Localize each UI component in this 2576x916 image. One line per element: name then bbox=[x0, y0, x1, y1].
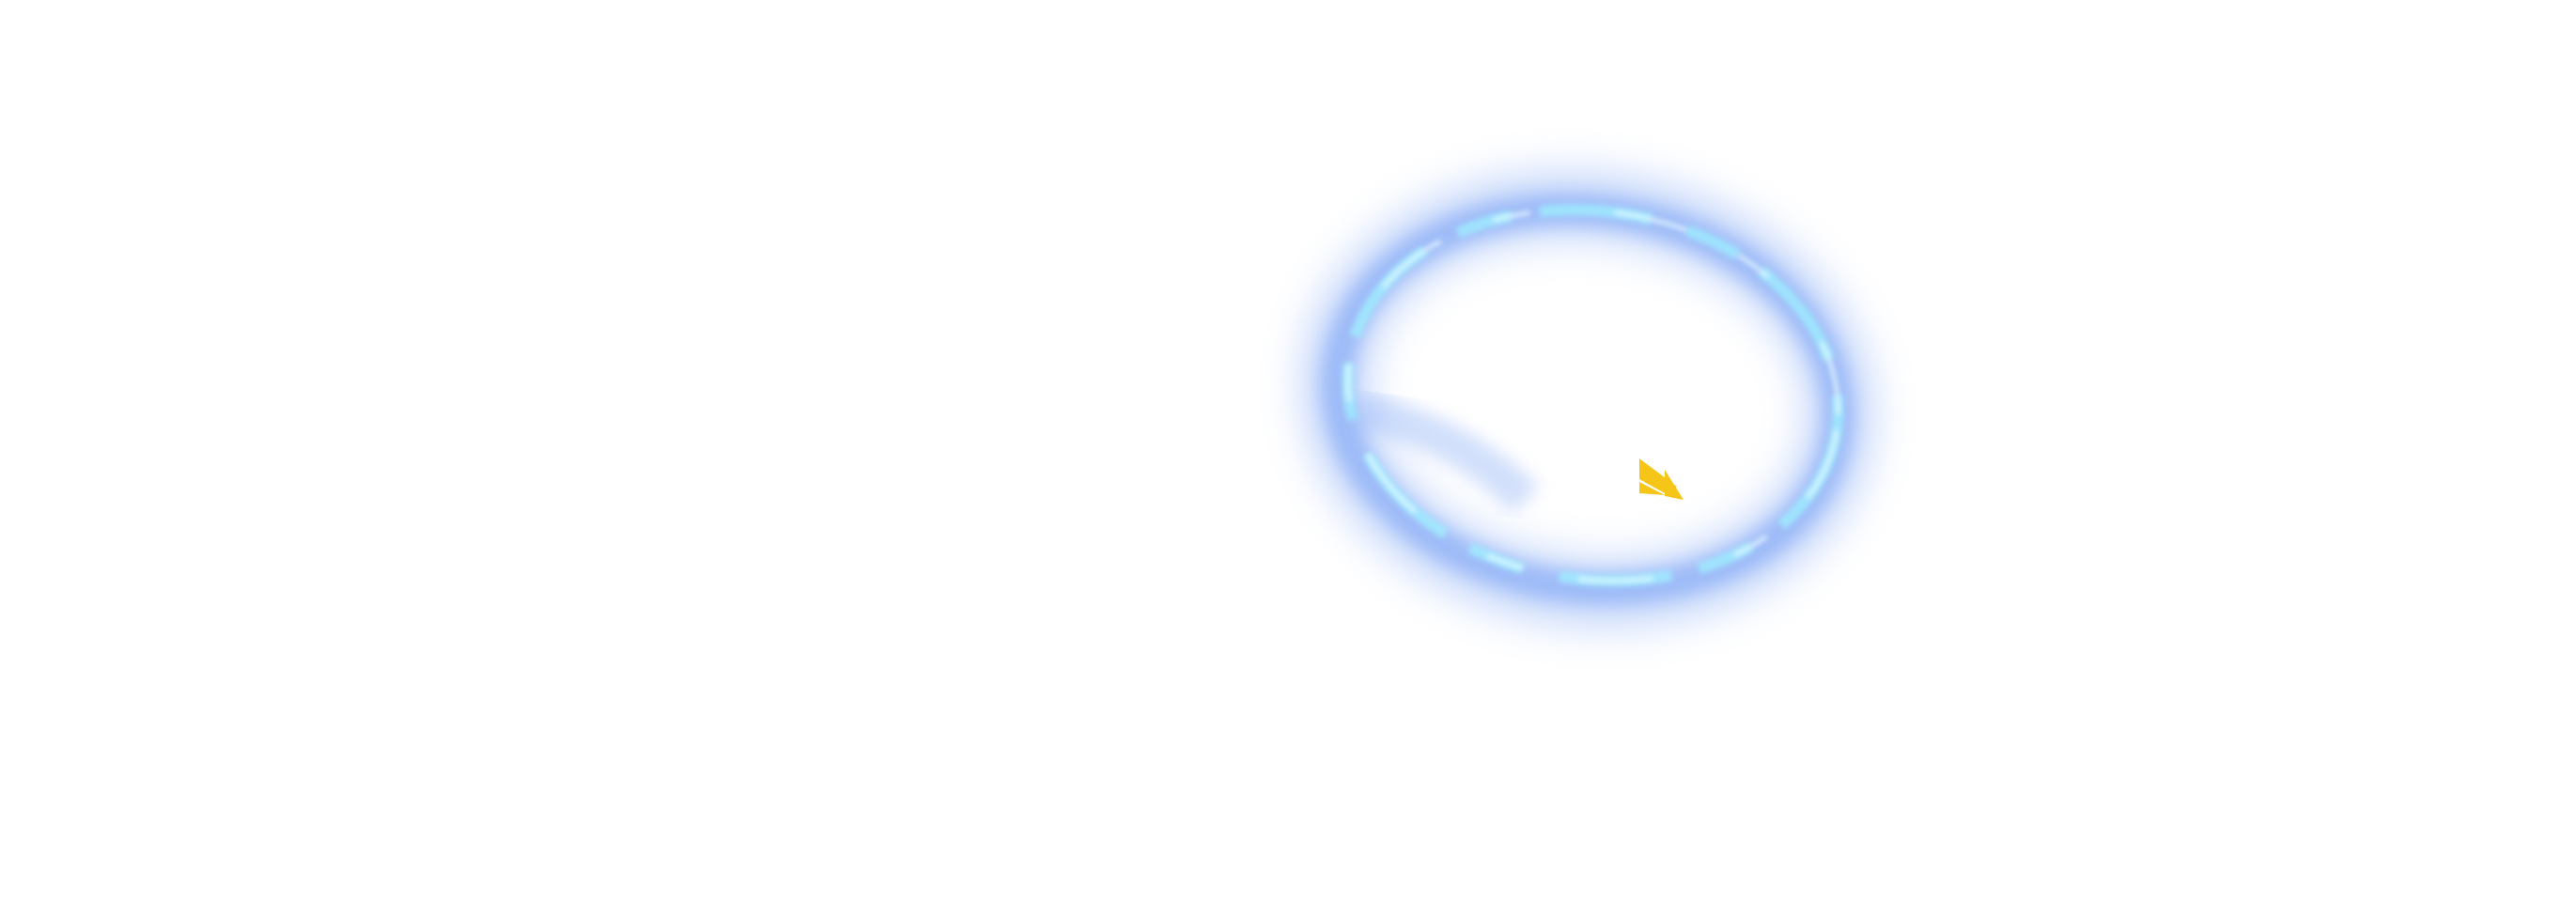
energy-ring bbox=[1302, 172, 1873, 627]
arrow-marker-icon bbox=[1639, 458, 1684, 500]
